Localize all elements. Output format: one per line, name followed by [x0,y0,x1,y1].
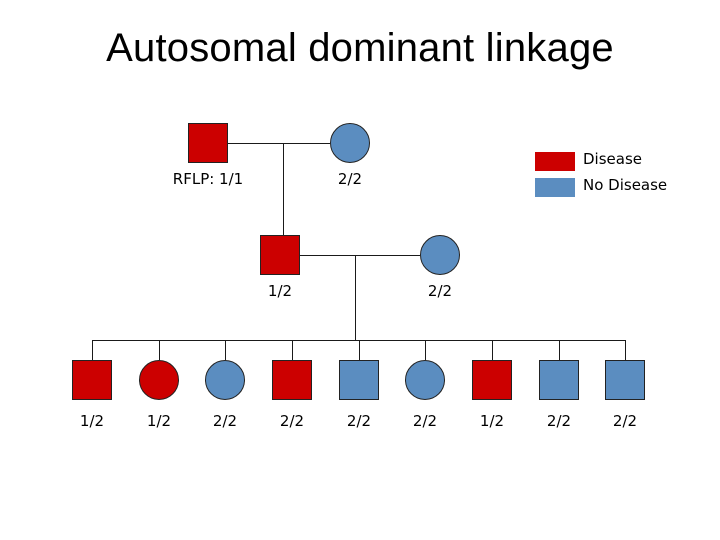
g1-descent-line [283,143,284,235]
sibship-stem-7 [492,340,493,360]
g3-child-7-symbol[interactable] [472,360,512,400]
g3-child-9-symbol[interactable] [605,360,645,400]
sibship-line [92,340,625,341]
g3-child-5-symbol[interactable] [339,360,379,400]
legend-label-no-disease: No Disease [583,176,668,194]
sibship-stem-4 [292,340,293,360]
g3-child-5-genotype: 2/2 [346,412,372,430]
g1-father-genotype: RFLP: 1/1 [172,170,244,188]
g3-child-9-genotype: 2/2 [612,412,638,430]
g3-child-6-genotype: 2/2 [412,412,438,430]
sibship-stem-1 [92,340,93,360]
sibship-stem-5 [359,340,360,360]
g3-child-1-symbol[interactable] [72,360,112,400]
no-disease-swatch [535,178,575,197]
g3-child-8-symbol[interactable] [539,360,579,400]
g3-child-2-symbol[interactable] [139,360,179,400]
g2-father-genotype: 1/2 [267,282,293,300]
sibship-stem-2 [159,340,160,360]
g2-mating-line [300,255,420,256]
g2-mother-genotype: 2/2 [427,282,453,300]
page-title: Autosomal dominant linkage [106,26,614,70]
g3-child-4-symbol[interactable] [272,360,312,400]
g3-child-7-genotype: 1/2 [479,412,505,430]
g3-child-6-symbol[interactable] [405,360,445,400]
g1-mother-genotype: 2/2 [337,170,363,188]
g2-descent-line [355,255,356,340]
g1-father-symbol[interactable] [188,123,228,163]
sibship-stem-6 [425,340,426,360]
g3-child-4-genotype: 2/2 [279,412,305,430]
g2-father-symbol[interactable] [260,235,300,275]
g1-mating-line [228,143,330,144]
legend-label-disease: Disease [583,150,642,168]
g3-child-2-genotype: 1/2 [146,412,172,430]
g3-child-3-symbol[interactable] [205,360,245,400]
sibship-stem-3 [225,340,226,360]
disease-swatch [535,152,575,171]
g3-child-8-genotype: 2/2 [546,412,572,430]
sibship-stem-9 [625,340,626,360]
g3-child-3-genotype: 2/2 [212,412,238,430]
sibship-stem-8 [559,340,560,360]
g3-child-1-genotype: 1/2 [79,412,105,430]
g2-mother-symbol[interactable] [420,235,460,275]
g1-mother-symbol[interactable] [330,123,370,163]
